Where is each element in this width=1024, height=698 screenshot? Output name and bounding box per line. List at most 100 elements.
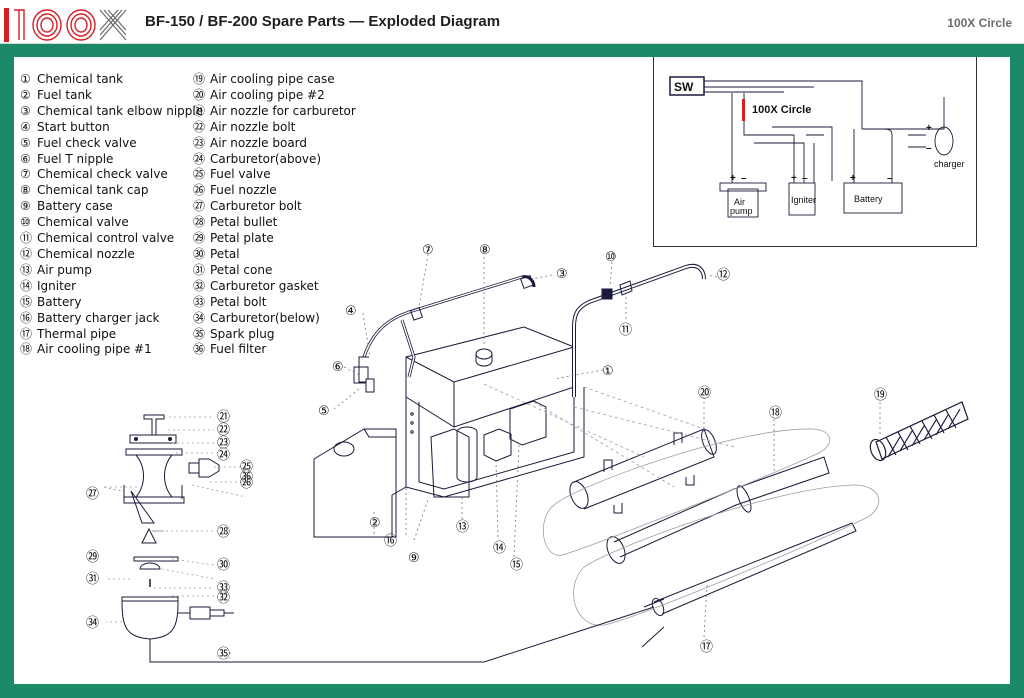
air-pump-cylinder [456, 426, 478, 483]
callout-35: ㉟ [217, 647, 230, 662]
legend-number: ⑲ [193, 72, 206, 86]
callout-8: ⑧ [479, 243, 491, 258]
legend-label: Petal plate [210, 231, 274, 246]
legend-item: ㉛ Petal cone [193, 263, 356, 279]
legend-label: Spark plug [210, 326, 275, 341]
legend-number: ⑦ [20, 167, 31, 182]
callout-21: ㉑ [217, 410, 230, 425]
legend-number: ⑬ [20, 262, 33, 277]
legend-number: ㉕ [193, 167, 206, 182]
legend-number: ⑤ [20, 135, 31, 150]
legend-number: ㉒ [193, 119, 206, 134]
air-cooling-pipe-1-shape [606, 456, 830, 564]
parts-legend-col2: ⑲ Air cooling pipe case ⑳ Air cooling pipe … [193, 72, 356, 358]
legend-number: ⑰ [20, 326, 33, 341]
callout-26: ㉖ [240, 476, 253, 491]
legend-number: ⑳ [193, 87, 206, 102]
legend-number: ㉗ [193, 199, 206, 214]
callout-34: ㉞ [86, 616, 99, 631]
igniter-box [483, 428, 512, 462]
legend-item: ⑤ Fuel check valve [20, 136, 203, 152]
callout-17: ⑰ [700, 640, 713, 655]
legend-label: Air cooling pipe #1 [37, 342, 152, 357]
callout-4: ④ [345, 304, 357, 319]
legend-label: Fuel T nipple [37, 151, 114, 166]
callout-5: ⑤ [318, 404, 330, 419]
legend-label: Air cooling pipe #2 [210, 87, 325, 102]
callout-33: ㉝ [217, 581, 230, 596]
legend-label: Fuel filter [210, 342, 267, 357]
watermark-text: 100X Circle [752, 104, 811, 116]
legend-label: Battery charger jack [37, 310, 160, 325]
callout-3: ③ [556, 267, 568, 282]
callout-28: ㉘ [217, 525, 230, 540]
legend-label: Start button [37, 119, 110, 134]
callout-14: ⑭ [493, 541, 506, 556]
legend-label: Carburetor gasket [210, 278, 319, 293]
callout-12: ⑫ [717, 268, 730, 283]
svg-text:+: + [791, 173, 797, 184]
legend-label: Chemical valve [37, 215, 129, 230]
callout-13: ⑬ [456, 520, 469, 535]
svg-text:–: – [802, 173, 808, 184]
battery-case-shape [391, 387, 585, 538]
exploded-diagram: ① ② ③ ④ ⑤ ⑥ ⑦ ⑧ ⑨ ⑩ ⑪ ⑫ ⑬ ⑭ ⑮ ⑯ ⑰ ⑱ ⑲ ⑳ … [86, 243, 969, 663]
callout-32: ㉜ [217, 591, 230, 606]
callout-30: ㉚ [217, 558, 230, 573]
legend-item: ⑱ Air cooling pipe #1 [20, 342, 203, 358]
legend-label: Fuel tank [37, 87, 92, 102]
legend-number: ㉑ [193, 103, 206, 118]
legend-number: ㉛ [193, 262, 206, 277]
legend-number: ⑨ [20, 199, 31, 214]
callout-9: ⑨ [408, 551, 420, 566]
legend-label: Battery case [37, 199, 113, 214]
legend-label: Petal cone [210, 262, 273, 277]
legend-item: ㉖ Fuel nozzle [193, 183, 356, 199]
igniter-label: Igniter [791, 195, 816, 205]
callout-7: ⑦ [422, 243, 434, 258]
legend-item: ② Fuel tank [20, 88, 203, 104]
legend-number: ⑭ [20, 278, 33, 293]
legend-label: Petal bolt [210, 294, 267, 309]
svg-text:+: + [926, 123, 932, 134]
legend-item: ⑥ Fuel T nipple [20, 152, 203, 168]
carburetor-assembly [121, 414, 655, 663]
callout-22: ㉒ [217, 423, 230, 438]
legend-number: ㉚ [193, 246, 206, 261]
legend-number: ④ [20, 119, 31, 134]
legend-label: Fuel nozzle [210, 183, 277, 198]
header-bar: BF-150 / BF-200 Spare Parts — Exploded D… [0, 0, 1024, 44]
legend-number: ⑱ [20, 342, 33, 357]
battery-label: Battery [854, 194, 883, 204]
chemical-tank-shape [405, 326, 575, 428]
legend-label: Air cooling pipe case [210, 72, 335, 86]
callout-20: ⑳ [698, 386, 711, 401]
brand-tag: 100X Circle [947, 16, 1012, 30]
callout-18: ⑱ [769, 406, 782, 421]
air-pump-box [430, 428, 470, 498]
legend-label: Fuel check valve [37, 135, 137, 150]
legend-number: ⑥ [20, 151, 31, 166]
svg-text:–: – [741, 173, 747, 184]
air-pump-label-2: pump [730, 206, 753, 216]
callout-19: ⑲ [874, 388, 887, 403]
callout-29: ㉙ [86, 550, 99, 565]
legend-number: ㉞ [193, 310, 206, 325]
legend-number: ② [20, 87, 31, 102]
legend-number: ㉖ [193, 183, 206, 198]
